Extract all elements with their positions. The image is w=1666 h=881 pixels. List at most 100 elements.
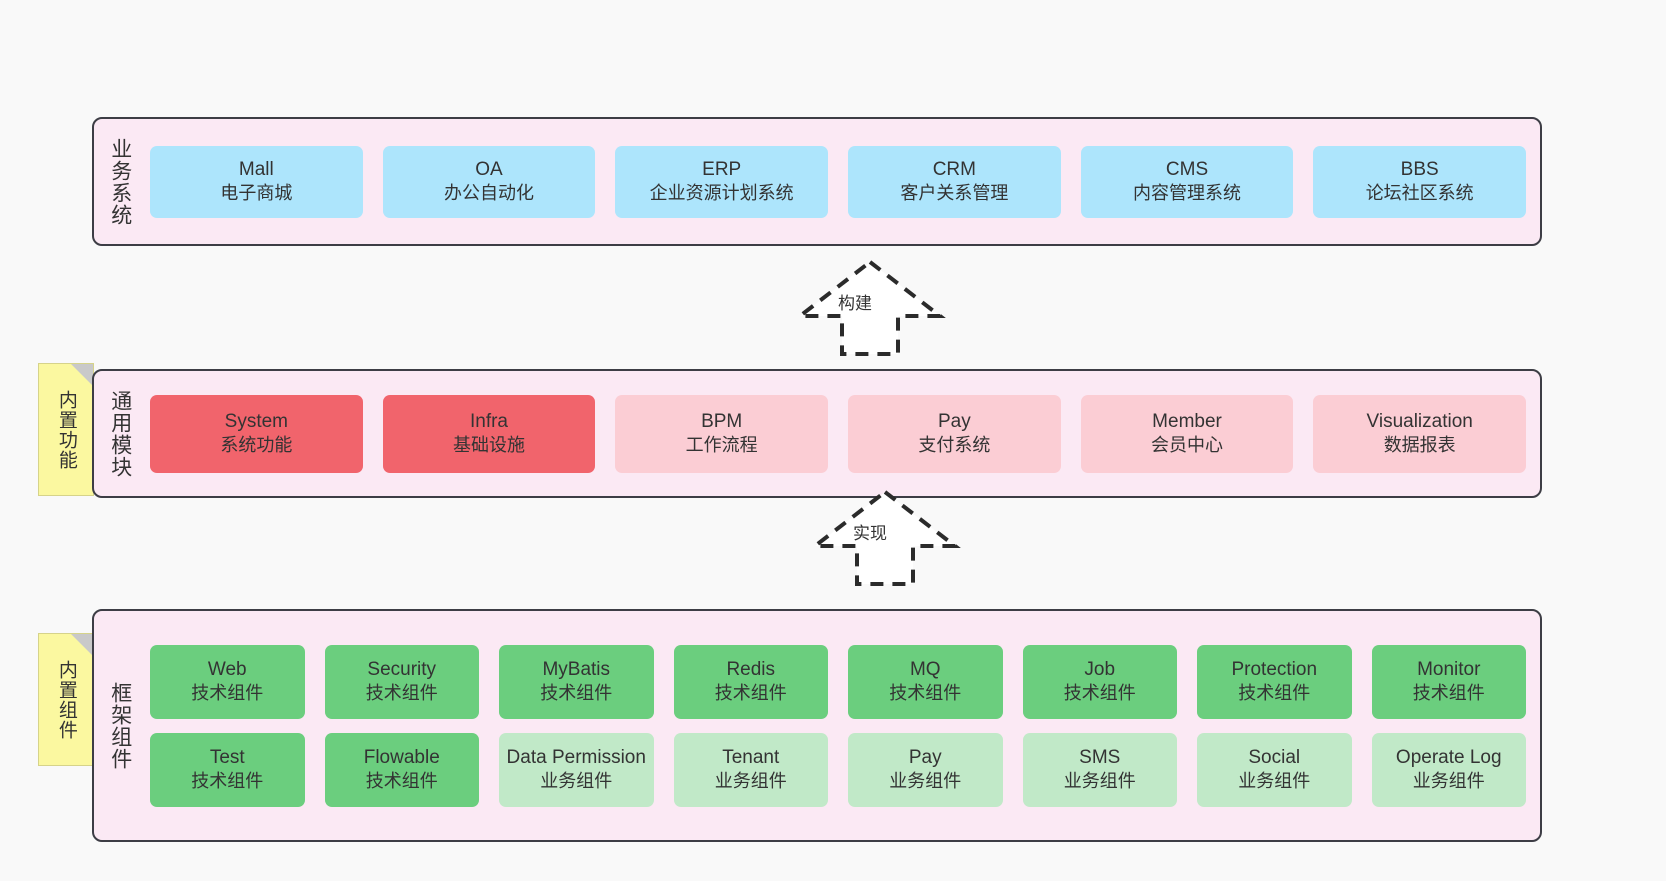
layer-body-business-systems: Mall 电子商城 OA 办公自动化 ERP 企业资源计划系统 CRM 客户关系… bbox=[146, 119, 1540, 244]
card-data-permission[interactable]: Data Permission 业务组件 bbox=[499, 732, 654, 807]
note-builtin-functions: 内置功能 bbox=[38, 363, 94, 496]
layer-business-systems: 业务系统 Mall 电子商城 OA 办公自动化 ERP 企业资源计划系统 CRM… bbox=[92, 117, 1542, 246]
card-subtitle: 电子商城 bbox=[220, 183, 293, 204]
card-title: Mall bbox=[238, 158, 274, 180]
card-monitor[interactable]: Monitor 技术组件 bbox=[1371, 644, 1526, 719]
layer-body-common-modules: System 系统功能 Infra 基础设施 BPM 工作流程 Pay 支付系统… bbox=[146, 371, 1540, 496]
note-label: 内置组件 bbox=[55, 659, 77, 740]
card-subtitle: 技术组件 bbox=[191, 771, 264, 792]
card-title: CRM bbox=[932, 158, 976, 180]
card-subtitle: 基础设施 bbox=[453, 435, 525, 456]
card-subtitle: 业务组件 bbox=[540, 771, 613, 792]
card-row-tech: Web 技术组件 Security 技术组件 MyBatis 技术组件 Redi… bbox=[150, 644, 1526, 719]
card-crm[interactable]: CRM 客户关系管理 bbox=[848, 145, 1061, 218]
card-web[interactable]: Web 技术组件 bbox=[150, 644, 305, 719]
card-row: Mall 电子商城 OA 办公自动化 ERP 企业资源计划系统 CRM 客户关系… bbox=[150, 145, 1527, 218]
card-title: Tenant bbox=[722, 746, 780, 768]
card-visualization[interactable]: Visualization 数据报表 bbox=[1313, 394, 1527, 473]
card-subtitle: 技术组件 bbox=[1063, 683, 1136, 704]
note-builtin-components: 内置组件 bbox=[38, 633, 94, 766]
card-title: Member bbox=[1152, 410, 1222, 432]
card-subtitle: 支付系统 bbox=[918, 435, 991, 456]
card-title: Visualization bbox=[1366, 410, 1473, 432]
card-subtitle: 会员中心 bbox=[1151, 435, 1224, 456]
card-row: System 系统功能 Infra 基础设施 BPM 工作流程 Pay 支付系统… bbox=[150, 394, 1527, 473]
card-subtitle: 业务组件 bbox=[1238, 771, 1311, 792]
note-label: 内置功能 bbox=[55, 389, 77, 470]
card-subtitle: 客户关系管理 bbox=[900, 183, 1009, 204]
card-system[interactable]: System 系统功能 bbox=[150, 394, 363, 473]
card-title: OA bbox=[475, 158, 503, 180]
card-infra[interactable]: Infra 基础设施 bbox=[382, 394, 596, 473]
card-subtitle: 内容管理系统 bbox=[1133, 183, 1242, 204]
card-title: CMS bbox=[1165, 158, 1209, 180]
layer-title-framework-components: 框架组件 bbox=[108, 681, 132, 770]
layer-title-common-modules: 通用模块 bbox=[108, 389, 132, 478]
card-title: System bbox=[224, 410, 289, 432]
card-bpm[interactable]: BPM 工作流程 bbox=[615, 394, 829, 473]
card-title: Pay bbox=[937, 410, 971, 432]
card-redis[interactable]: Redis 技术组件 bbox=[673, 644, 828, 719]
card-subtitle: 数据报表 bbox=[1383, 435, 1456, 456]
card-subtitle: 论坛社区系统 bbox=[1365, 183, 1474, 204]
layer-framework-components: 框架组件 Web 技术组件 Security 技术组件 MyBatis 技术组件… bbox=[92, 609, 1542, 842]
card-title: Monitor bbox=[1417, 658, 1481, 680]
card-title: Protection bbox=[1231, 658, 1318, 680]
card-subtitle: 业务组件 bbox=[714, 771, 787, 792]
connector-implement-label: 实现 bbox=[853, 524, 887, 543]
card-member[interactable]: Member 会员中心 bbox=[1080, 394, 1294, 473]
card-subtitle: 技术组件 bbox=[889, 683, 962, 704]
card-subtitle: 技术组件 bbox=[1412, 683, 1485, 704]
card-title: Flowable bbox=[363, 746, 440, 768]
card-protection[interactable]: Protection 技术组件 bbox=[1197, 644, 1352, 719]
card-title: Operate Log bbox=[1395, 746, 1502, 768]
card-subtitle: 技术组件 bbox=[1238, 683, 1311, 704]
card-subtitle: 系统功能 bbox=[220, 435, 293, 456]
card-title: MyBatis bbox=[542, 658, 611, 680]
layer-title-business-systems: 业务系统 bbox=[108, 137, 132, 226]
card-row-business: Test 技术组件 Flowable 技术组件 Data Permission … bbox=[150, 732, 1526, 807]
note-fold-corner-icon bbox=[71, 364, 93, 386]
card-subtitle: 企业资源计划系统 bbox=[649, 183, 794, 204]
card-bbs[interactable]: BBS 论坛社区系统 bbox=[1313, 145, 1527, 218]
connector-build-label: 构建 bbox=[838, 294, 872, 313]
card-title: Pay bbox=[908, 746, 942, 768]
card-title: Security bbox=[367, 658, 437, 680]
card-security[interactable]: Security 技术组件 bbox=[324, 644, 479, 719]
card-job[interactable]: Job 技术组件 bbox=[1022, 644, 1177, 719]
card-title: BBS bbox=[1400, 158, 1439, 180]
card-subtitle: 技术组件 bbox=[365, 771, 438, 792]
card-operate-log[interactable]: Operate Log 业务组件 bbox=[1371, 732, 1526, 807]
card-mq[interactable]: MQ 技术组件 bbox=[848, 644, 1003, 719]
card-title: ERP bbox=[702, 158, 742, 180]
card-title: SMS bbox=[1079, 746, 1121, 768]
card-flowable[interactable]: Flowable 技术组件 bbox=[324, 732, 479, 807]
card-title: BPM bbox=[701, 410, 743, 432]
card-pay-component[interactable]: Pay 业务组件 bbox=[848, 732, 1003, 807]
card-subtitle: 技术组件 bbox=[540, 683, 613, 704]
card-sms[interactable]: SMS 业务组件 bbox=[1022, 732, 1177, 807]
card-subtitle: 业务组件 bbox=[1063, 771, 1136, 792]
card-social[interactable]: Social 业务组件 bbox=[1197, 732, 1352, 807]
card-oa[interactable]: OA 办公自动化 bbox=[382, 145, 596, 218]
card-mall[interactable]: Mall 电子商城 bbox=[150, 145, 363, 218]
card-subtitle: 业务组件 bbox=[1412, 771, 1485, 792]
card-subtitle: 业务组件 bbox=[889, 771, 962, 792]
card-subtitle: 办公自动化 bbox=[444, 183, 534, 204]
card-subtitle: 技术组件 bbox=[191, 683, 264, 704]
card-title: Web bbox=[207, 658, 247, 680]
card-subtitle: 技术组件 bbox=[365, 683, 438, 704]
card-title: MQ bbox=[909, 658, 941, 680]
note-fold-corner-icon bbox=[71, 634, 93, 656]
layer-body-framework-components: Web 技术组件 Security 技术组件 MyBatis 技术组件 Redi… bbox=[146, 611, 1540, 840]
card-title: Redis bbox=[726, 658, 776, 680]
card-cms[interactable]: CMS 内容管理系统 bbox=[1080, 145, 1294, 218]
card-erp[interactable]: ERP 企业资源计划系统 bbox=[615, 145, 829, 218]
card-title: Test bbox=[209, 746, 245, 768]
card-test[interactable]: Test 技术组件 bbox=[150, 732, 305, 807]
card-pay[interactable]: Pay 支付系统 bbox=[848, 394, 1061, 473]
card-tenant[interactable]: Tenant 业务组件 bbox=[673, 732, 828, 807]
card-mybatis[interactable]: MyBatis 技术组件 bbox=[499, 644, 654, 719]
card-subtitle: 工作流程 bbox=[685, 435, 758, 456]
